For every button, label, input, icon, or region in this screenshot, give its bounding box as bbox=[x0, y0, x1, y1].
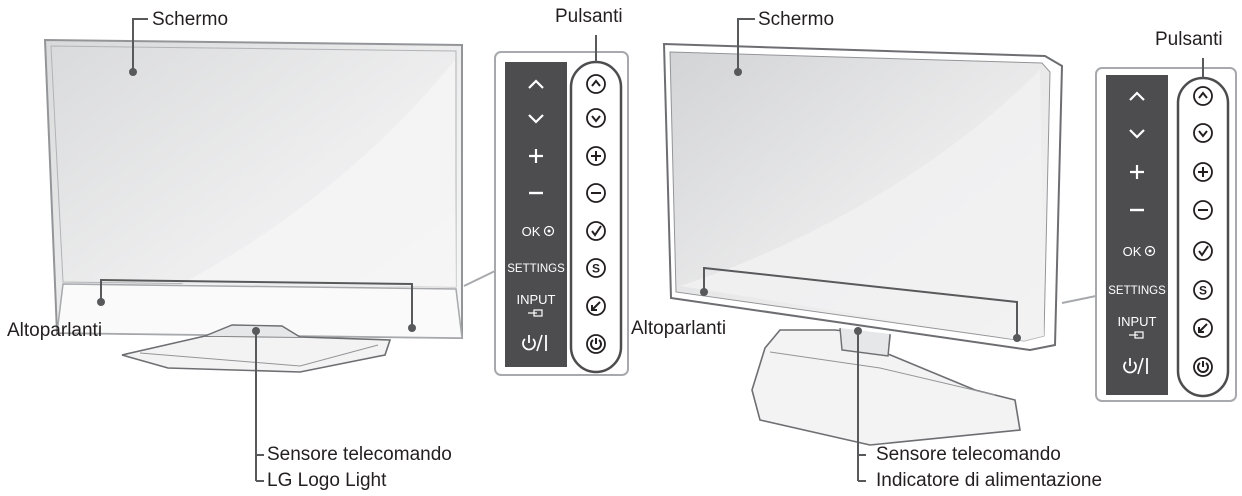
key-power-label bbox=[1123, 357, 1148, 375]
key-settings-label: SETTINGS bbox=[1108, 285, 1166, 297]
svg-text:INPUT: INPUT bbox=[517, 292, 556, 307]
left-screen-callout bbox=[129, 18, 148, 76]
key-down-label bbox=[528, 114, 544, 124]
left-speakers-callout bbox=[97, 279, 416, 332]
right-speakers-label: Altoparlanti bbox=[631, 318, 727, 339]
key-input-label: INPUT bbox=[1118, 314, 1157, 339]
left-sensor-callout bbox=[252, 327, 264, 482]
check-circle-icon bbox=[1193, 241, 1213, 261]
key-volume-up-label bbox=[529, 149, 543, 163]
left-speakers-label: Altoparlanti bbox=[7, 320, 103, 341]
settings-s-icon: S bbox=[586, 258, 606, 278]
right-tv bbox=[662, 42, 1064, 446]
key-input-label: INPUT bbox=[517, 292, 556, 317]
left-remote-sensor-label: Sensore telecomando bbox=[267, 444, 452, 465]
power-icon bbox=[586, 334, 606, 354]
key-up-label bbox=[1129, 91, 1145, 101]
input-arrow-icon bbox=[586, 296, 606, 316]
left-tv bbox=[43, 38, 463, 373]
left-key-icons: S bbox=[586, 74, 606, 354]
key-ok-label: OK bbox=[1123, 244, 1156, 259]
svg-text:INPUT: INPUT bbox=[1118, 314, 1157, 329]
chevron-down-icon bbox=[586, 108, 606, 128]
input-arrow-icon bbox=[1193, 318, 1213, 338]
right-speakers-callout bbox=[700, 267, 1021, 342]
key-up-label bbox=[528, 79, 544, 89]
right-key-icons: S bbox=[1193, 86, 1213, 377]
check-circle-icon bbox=[586, 221, 606, 241]
plus-circle-icon bbox=[1193, 162, 1213, 182]
left-buttons-label: Pulsanti bbox=[555, 6, 623, 27]
key-power-label bbox=[522, 334, 547, 352]
svg-text:S: S bbox=[1199, 284, 1207, 298]
svg-text:OK: OK bbox=[1123, 244, 1142, 259]
key-volume-up-label bbox=[1130, 165, 1144, 179]
right-key-labels: OK SETTINGS INPUT bbox=[1108, 91, 1166, 375]
right-screen-label: Schermo bbox=[758, 9, 835, 30]
minus-circle-icon bbox=[1193, 200, 1213, 220]
svg-text:SETTINGS: SETTINGS bbox=[507, 263, 565, 275]
right-screen-callout bbox=[734, 18, 755, 76]
right-power-indicator-label: Indicatore di alimentazione bbox=[876, 470, 1103, 491]
settings-s-icon: S bbox=[1193, 280, 1213, 300]
svg-text:SETTINGS: SETTINGS bbox=[1108, 285, 1166, 297]
plus-circle-icon bbox=[586, 146, 606, 166]
right-remote-sensor-label: Sensore telecomando bbox=[876, 444, 1061, 465]
svg-text:OK: OK bbox=[522, 224, 541, 239]
svg-text:S: S bbox=[592, 262, 600, 276]
left-buttons-panel bbox=[463, 35, 629, 376]
left-screen-label: Schermo bbox=[152, 9, 229, 30]
chevron-down-icon bbox=[1193, 123, 1213, 143]
chevron-up-icon bbox=[586, 74, 606, 94]
minus-circle-icon bbox=[586, 183, 606, 203]
right-buttons-panel bbox=[1061, 58, 1237, 402]
right-buttons-label: Pulsanti bbox=[1155, 29, 1223, 50]
key-ok-label: OK bbox=[522, 224, 555, 239]
power-icon bbox=[1193, 357, 1213, 377]
key-settings-label: SETTINGS bbox=[507, 263, 565, 275]
left-key-labels: OK SETTINGS INPUT bbox=[507, 79, 565, 352]
key-down-label bbox=[1129, 129, 1145, 139]
right-sensor-callout bbox=[854, 327, 866, 482]
chevron-up-icon bbox=[1193, 86, 1213, 106]
left-logo-light-label: LG Logo Light bbox=[267, 470, 387, 491]
